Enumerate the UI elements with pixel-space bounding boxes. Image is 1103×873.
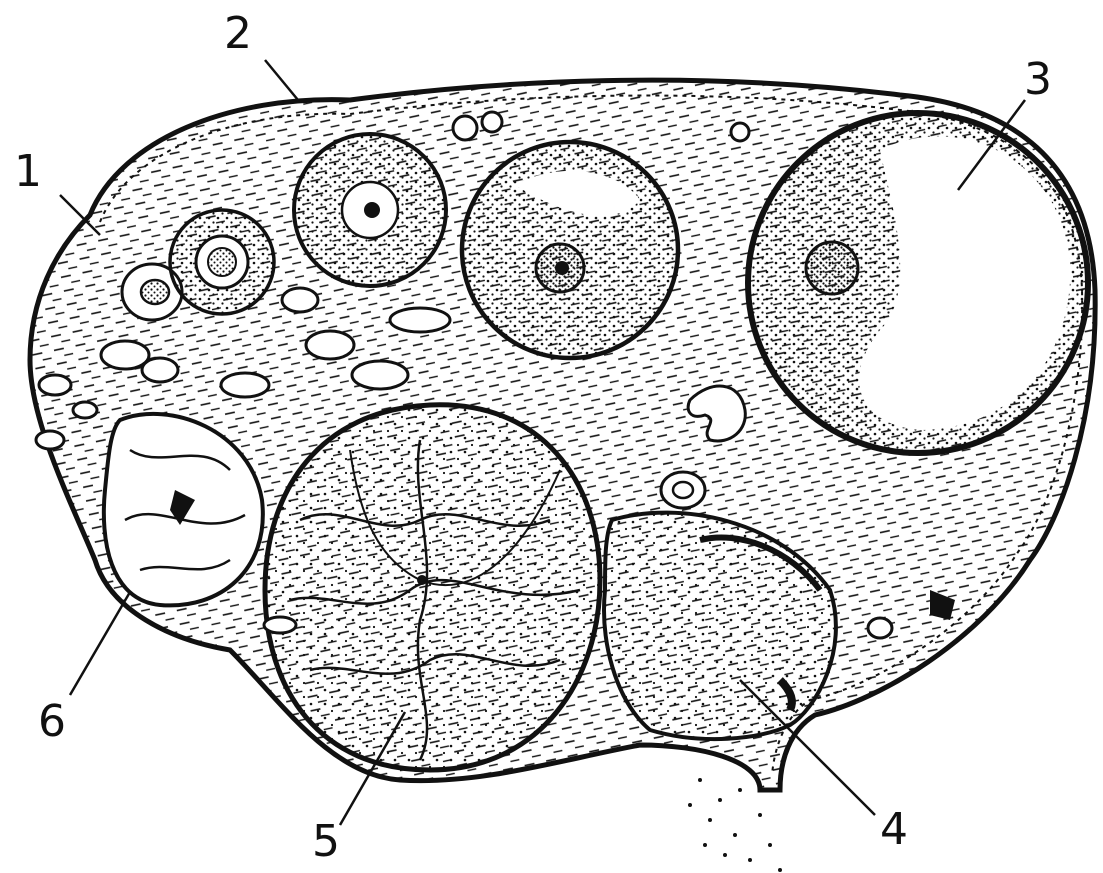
leader-line-6	[70, 592, 130, 695]
label-5: 5	[312, 820, 340, 864]
label-4: 4	[880, 808, 908, 852]
graafian-follicle	[748, 113, 1088, 453]
corpus-luteum	[265, 405, 600, 770]
label-3: 3	[1024, 58, 1052, 102]
growing-follicle	[462, 142, 678, 358]
primary-follicle	[170, 210, 274, 314]
label-2: 2	[224, 12, 252, 56]
ruptured-follicle	[604, 513, 836, 872]
label-6: 6	[38, 700, 66, 744]
leader-line-2	[265, 60, 298, 100]
label-1: 1	[14, 150, 42, 194]
secondary-follicle	[294, 134, 446, 286]
